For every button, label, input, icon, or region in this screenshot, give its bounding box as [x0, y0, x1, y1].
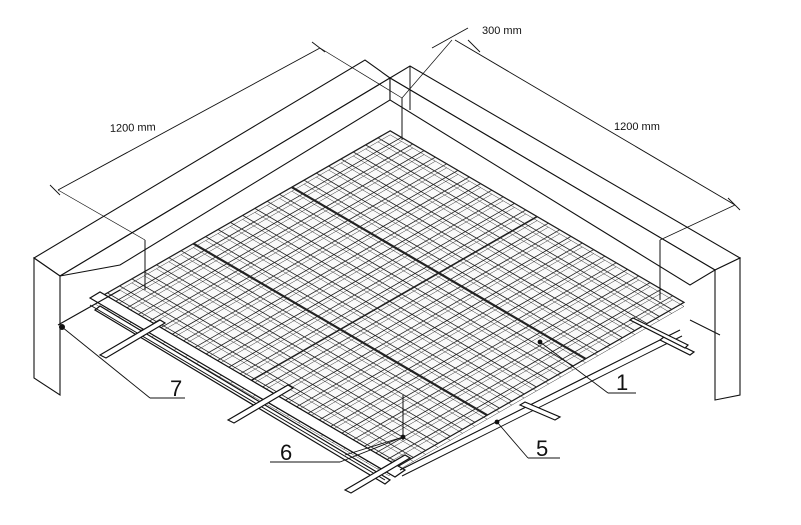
- grid-line: [219, 203, 515, 373]
- grid-line: [275, 240, 572, 410]
- grid-line: [128, 154, 425, 324]
- dimension-lines: [49, 27, 741, 241]
- grid-line: [162, 170, 459, 340]
- grid-line: [309, 255, 606, 426]
- grid-line: [388, 302, 685, 472]
- grid-line: [140, 156, 436, 327]
- main-rail: [88, 291, 407, 485]
- grid-line: [185, 187, 481, 357]
- grid-line: [320, 266, 617, 437]
- grid-line: [275, 236, 572, 406]
- grid-line: [94, 130, 391, 301]
- grid-line: [207, 200, 504, 371]
- grid-line: [230, 209, 526, 380]
- grid-line: [230, 213, 526, 384]
- grid-line: [298, 253, 594, 423]
- grid-line: [117, 143, 413, 314]
- grid-line: [151, 167, 447, 338]
- hangers: [144, 98, 661, 440]
- grid-line: [332, 273, 628, 443]
- grid-line: [106, 137, 402, 307]
- grid-line: [354, 286, 651, 456]
- grid-line: [377, 295, 673, 466]
- grid-line: [173, 180, 470, 351]
- grid-line: [253, 227, 549, 397]
- grid-line: [320, 262, 617, 433]
- grid-line: [286, 246, 583, 417]
- grid-line: [264, 229, 560, 400]
- dimension-label-top: 300 mm: [482, 25, 522, 37]
- grid-line: [298, 249, 594, 420]
- grid-line: [366, 288, 662, 459]
- grid-line: [264, 233, 560, 404]
- grid-line: [286, 242, 583, 413]
- grid-line: [343, 275, 639, 446]
- grid-line: [377, 299, 673, 470]
- grid-line: [354, 282, 651, 453]
- callout-leaders: [61, 326, 636, 463]
- grid-line: [106, 141, 402, 311]
- dimension-label-right: 1200 mm: [614, 121, 660, 133]
- right-wall: [388, 65, 742, 401]
- callout-5: 5: [536, 436, 548, 461]
- left-wall: [32, 59, 391, 397]
- grid-line: [219, 207, 515, 377]
- grid-line: [196, 194, 493, 364]
- grid-line: [388, 306, 685, 476]
- callout-1: 1: [616, 370, 628, 395]
- grid-line: [343, 279, 639, 450]
- grid-panels: [93, 130, 686, 476]
- grid-line: [196, 189, 493, 360]
- grid-line: [332, 269, 628, 439]
- grid-line: [140, 161, 436, 331]
- callout-7: 7: [170, 376, 182, 401]
- dimension-label-left: 1200 mm: [110, 121, 156, 135]
- grid-line: [162, 174, 459, 344]
- grid-line: [151, 163, 447, 334]
- grid-line: [366, 293, 662, 463]
- callout-6: 6: [280, 440, 292, 465]
- grid-line: [117, 147, 413, 318]
- grid-line: [185, 183, 481, 354]
- grid-line: [253, 222, 549, 393]
- cross-tees: [98, 317, 696, 494]
- panel-divider: [241, 215, 538, 387]
- grid-line: [241, 220, 538, 390]
- grid-line: [309, 260, 606, 430]
- grid-line: [173, 176, 470, 347]
- grid-line: [207, 196, 504, 367]
- grid-line: [128, 150, 425, 321]
- grid-line: [94, 134, 391, 305]
